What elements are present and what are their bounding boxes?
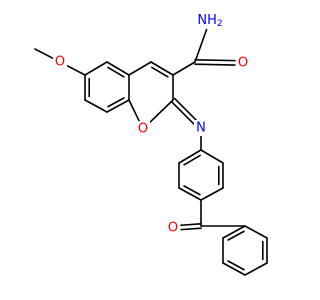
bond-camide-n: [194, 28, 208, 63]
bond-cketone-o-b: [180, 227, 202, 231]
bond-c5-c6: [84, 61, 108, 76]
molecule-structure: NH2 O O O N O: [34, 11, 268, 276]
bond-b6-b1-b: [227, 230, 245, 241]
atom-label-layer: NH2 O O O N O: [53, 11, 250, 236]
bond-c7-c8: [84, 99, 108, 113]
bond-camide-o-b: [194, 59, 236, 62]
atom-ring-oxygen: O: [136, 121, 150, 137]
bond-b6-b1-a: [222, 225, 246, 239]
bond-p4-p5: [200, 187, 224, 201]
atom-ring-oxygen-label: O: [138, 122, 148, 137]
bond-p1-p2-b: [183, 154, 201, 166]
bond-b2-b3-a: [222, 262, 246, 276]
bond-c2-n-b: [173, 97, 198, 122]
atom-methoxy-oxygen: O: [53, 54, 67, 70]
bond-p3-p4-a: [178, 187, 202, 201]
bond-p1-p2-a: [178, 149, 202, 164]
bond-cketone-o-a: [180, 223, 202, 227]
atom-amide-nitrogen: NH2: [197, 11, 223, 29]
atom-ketone-oxygen-label: O: [168, 221, 178, 236]
atom-imine-nitrogen-label: N: [196, 121, 206, 136]
bond-methyl-o: [34, 48, 54, 60]
bond-camide-o-a: [194, 63, 236, 66]
bond-c4a-c5-b: [107, 66, 125, 78]
bond-c8-c8a-a: [106, 99, 130, 113]
bond-o-c6: [66, 64, 86, 76]
bond-c3-camide: [172, 61, 196, 76]
bond-p3-p4-b: [183, 185, 201, 196]
bond-c4-c3-a: [150, 61, 174, 76]
atom-ketone-oxygen: O: [166, 220, 180, 236]
bond-b3-b4: [244, 262, 268, 276]
bond-c4a-c4: [128, 61, 152, 76]
bond-c4-c3-b: [151, 66, 169, 78]
atom-imine-nitrogen: N: [194, 120, 208, 136]
bond-c4a-c5-a: [106, 61, 130, 76]
bond-o1-c8a: [128, 99, 141, 123]
bond-layer: [34, 28, 268, 276]
atom-amide-nitrogen-label: NH2: [197, 13, 222, 30]
bond-c8-c8a-b: [107, 97, 125, 108]
atom-amide-oxygen-label: O: [238, 56, 248, 71]
bond-p6-p1: [200, 149, 224, 164]
atom-amide-oxygen: O: [236, 55, 250, 71]
bond-b5-b6: [244, 225, 268, 239]
atom-methoxy-oxygen-label: O: [55, 55, 65, 70]
bond-c2-o1: [147, 99, 174, 125]
bond-b2-b3-b: [227, 260, 245, 271]
bond-c2-n-a: [170, 100, 195, 125]
